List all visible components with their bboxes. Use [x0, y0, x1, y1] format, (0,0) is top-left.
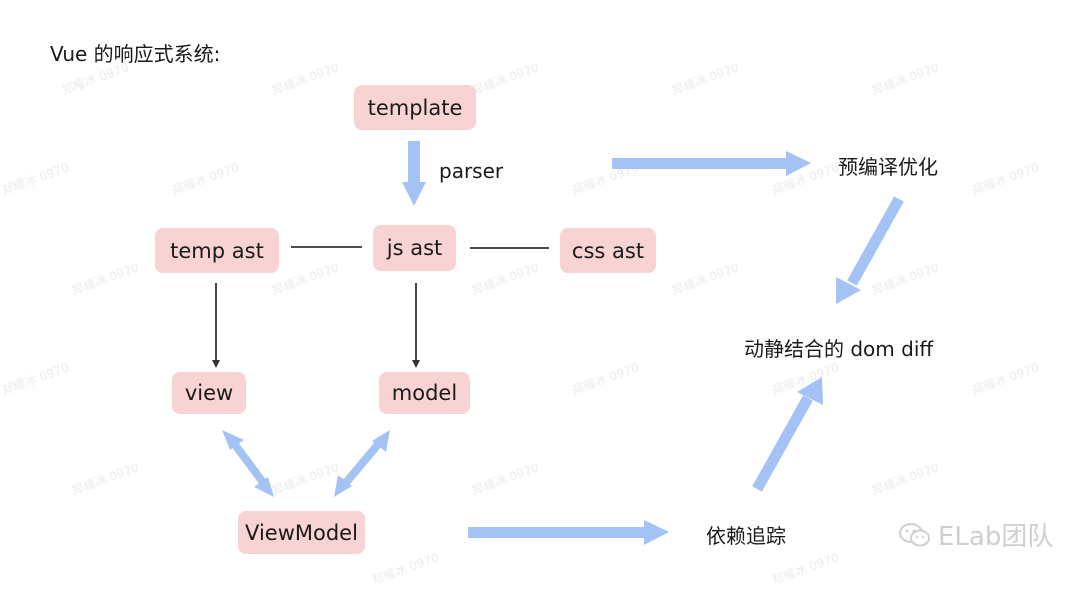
precompile-to-diff-arrow: [836, 196, 904, 304]
css-ast-node: css ast: [560, 228, 656, 273]
js-ast-node: js ast: [373, 225, 456, 271]
elab-logo: ELab团队: [898, 516, 1053, 553]
view-node: view: [172, 372, 246, 414]
temp-ast-node: temp ast: [155, 228, 279, 273]
precompile-label: 预编译优化: [838, 155, 938, 179]
template-node: template: [354, 85, 476, 130]
logo-text: ELab团队: [938, 522, 1054, 552]
dependency-tracking-label: 依赖追踪: [706, 524, 786, 548]
diagram-title: Vue 的响应式系统:: [50, 42, 221, 66]
parser-label: parser: [439, 159, 504, 183]
model-node: model: [379, 372, 470, 414]
view-viewmodel-arrow: [222, 430, 274, 497]
tracking-to-diff-arrow: [752, 377, 823, 492]
viewmodel-node: ViewModel: [238, 511, 365, 554]
parser-arrow: [402, 141, 426, 206]
to-precompile-arrow: [612, 151, 811, 176]
dom-diff-label: 动静结合的 dom diff: [744, 337, 934, 361]
model-viewmodel-arrow: [334, 430, 390, 497]
viewmodel-to-tracking-arrow: [468, 520, 669, 545]
wechat-icon: [899, 522, 930, 546]
